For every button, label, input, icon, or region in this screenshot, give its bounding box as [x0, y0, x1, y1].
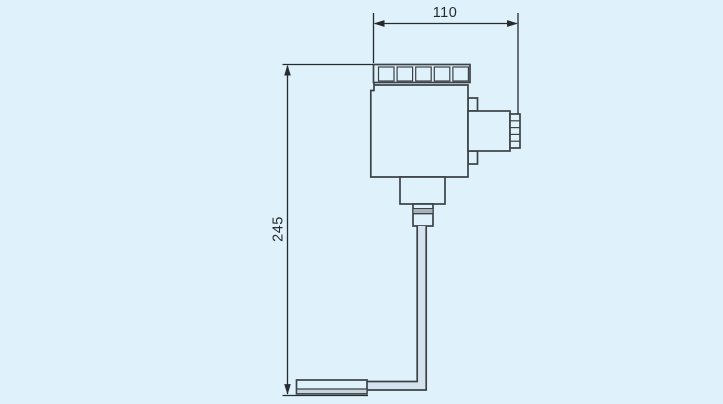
tube-outer-edge: [367, 226, 428, 391]
mounting-neck: [399, 176, 446, 205]
capillary-tube: [367, 226, 428, 391]
cable-gland: [509, 113, 521, 149]
tube-inner-edge: [367, 226, 419, 383]
sensor-probe: [295, 379, 368, 395]
dimension-width: 110: [372, 5, 519, 147]
thermostat-device: [295, 63, 521, 395]
gland-body: [509, 113, 521, 149]
fitting-collar: [412, 208, 434, 214]
height-dimension-label: 245: [271, 216, 287, 242]
probe-shading: [297, 389, 367, 394]
arrowhead-left-icon: [373, 20, 385, 27]
arrowhead-up-icon: [284, 64, 291, 76]
rib: [433, 66, 451, 82]
fitting-body: [412, 203, 434, 227]
arrowhead-down-icon: [284, 384, 291, 395]
arrowhead-right-icon: [507, 20, 518, 27]
dimension-height: 245: [271, 63, 374, 397]
width-dimension-label: 110: [433, 5, 458, 21]
rib: [377, 66, 395, 82]
housing-body: [369, 83, 469, 178]
connector-tab-top: [467, 97, 479, 112]
compression-fitting: [412, 203, 434, 227]
rib: [396, 66, 414, 82]
connector-tab-bottom: [467, 150, 479, 165]
tube-fill: [367, 226, 427, 390]
rib: [452, 66, 469, 82]
terminal-strip-ribs: [377, 66, 469, 82]
rib: [415, 66, 432, 82]
connector-block: [467, 110, 511, 152]
